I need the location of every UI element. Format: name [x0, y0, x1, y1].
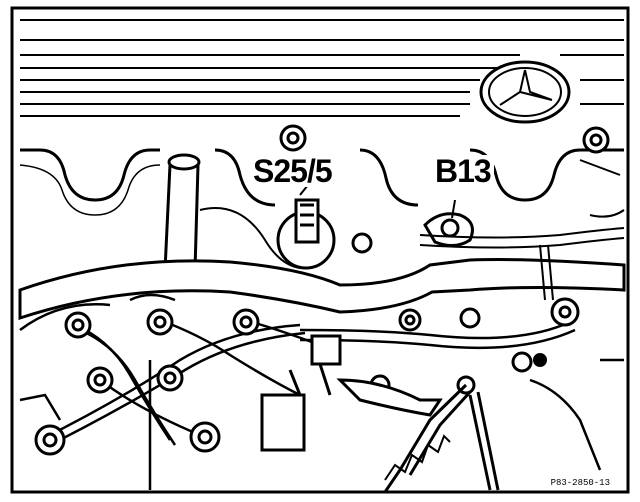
engine-block-lower [19, 293, 624, 490]
engine-cover-hatching [20, 19, 624, 117]
sensor-s25-5 [276, 184, 373, 270]
tension-spring [384, 434, 451, 481]
misc-details [533, 159, 625, 367]
center-unit [260, 334, 443, 452]
valve-cover-edge [20, 148, 624, 207]
linkage-rod [383, 375, 500, 493]
wiring-harness [199, 207, 625, 301]
callout-s25-5: S25/5 [250, 155, 335, 187]
main-hose [18, 258, 626, 321]
valve-cover-inner-edge [19, 164, 161, 216]
callout-b13: B13 [432, 155, 494, 187]
cover-bolts [279, 124, 610, 154]
vertical-pipe [163, 153, 201, 272]
star-logo-icon [479, 60, 571, 124]
reference-code: P83-2850-13 [548, 478, 612, 488]
injector-nuts [34, 297, 580, 456]
